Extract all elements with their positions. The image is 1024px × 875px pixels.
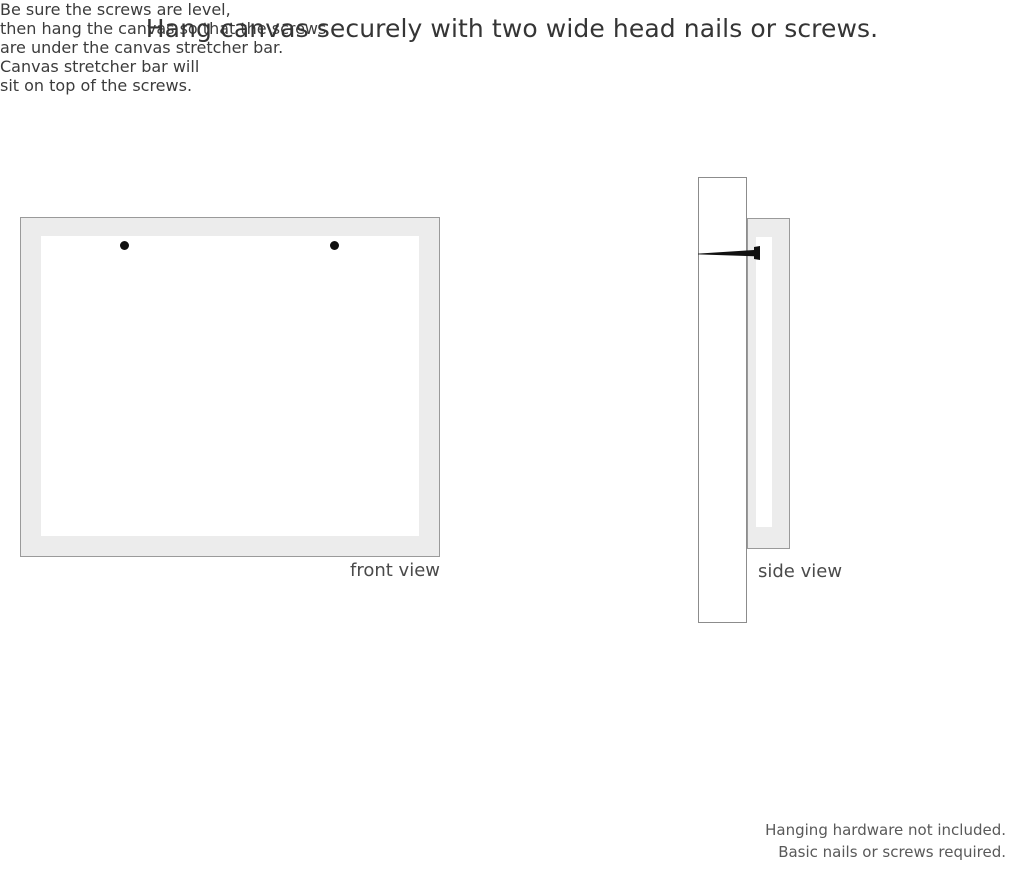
side-view-caption: Canvas stretcher bar will sit on top of …	[0, 57, 260, 95]
screw-side-icon	[698, 246, 760, 260]
side-view-diagram	[698, 177, 798, 627]
footer-note: Hanging hardware not included. Basic nai…	[765, 819, 1006, 863]
front-caption-line-2: then hang the canvas so that the screws	[0, 19, 327, 38]
front-view-caption: Be sure the screws are level, then hang …	[0, 0, 440, 57]
wall-cross-section	[698, 177, 747, 623]
front-caption-line-3: are under the canvas stretcher bar.	[0, 38, 284, 57]
screw-head-icon-right	[330, 241, 339, 250]
front-view-label: front view	[350, 560, 440, 581]
side-view-label: side view	[758, 561, 843, 582]
side-caption-line-2: sit on top of the screws.	[0, 76, 193, 95]
page-title: Hang canvas securely with two wide head …	[145, 14, 879, 43]
screw-head-icon-left	[120, 241, 129, 250]
front-caption-line-1: Be sure the screws are level,	[0, 0, 231, 19]
front-view-diagram	[20, 217, 440, 557]
footer-line-2: Basic nails or screws required.	[778, 843, 1006, 861]
canvas-stretcher-bar-cross-section	[747, 218, 790, 549]
side-caption-line-1: Canvas stretcher bar will	[0, 57, 200, 76]
canvas-inner-panel	[41, 236, 419, 536]
footer-line-1: Hanging hardware not included.	[765, 821, 1006, 839]
stretcher-bar-inner-cavity	[756, 237, 772, 527]
